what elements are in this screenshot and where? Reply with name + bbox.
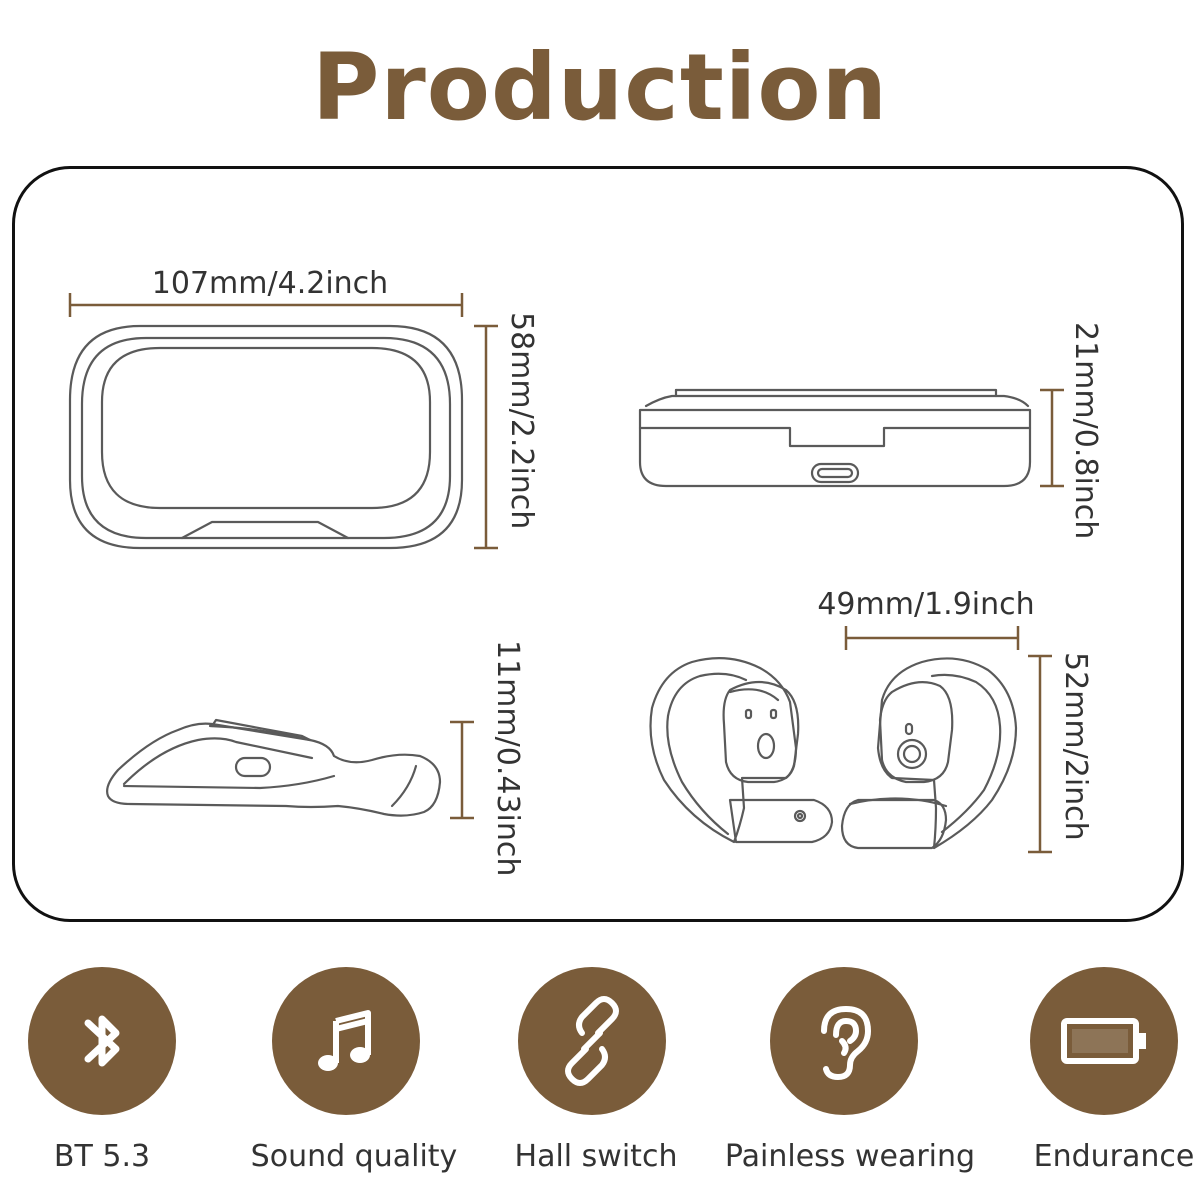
case-thickness-dimension: 21mm/0.8inch bbox=[1040, 322, 1103, 539]
earbud-height-dimension: 52mm/2inch bbox=[1028, 652, 1093, 854]
bluetooth-icon bbox=[28, 967, 176, 1115]
earbud-width-label: 49mm/1.9inch bbox=[817, 587, 1034, 622]
case-width-dimension: 107mm/4.2inch bbox=[68, 266, 464, 317]
case-top-view bbox=[68, 324, 464, 550]
feature-label-bt: BT 5.3 bbox=[53, 1139, 151, 1174]
feature-bt: BT 5.3 bbox=[0, 955, 240, 1195]
link-icon bbox=[518, 967, 666, 1115]
case-height-label: 58mm/2.2inch bbox=[504, 312, 539, 529]
earbud-width-dimension: 49mm/1.9inch bbox=[817, 587, 1035, 650]
feature-label-wearing: Painless wearing bbox=[724, 1139, 976, 1174]
music-note-icon bbox=[272, 967, 420, 1115]
earbuds-front-view bbox=[649, 657, 1018, 850]
feature-list: BT 5.3 Sound quality Hall switch bbox=[0, 955, 1200, 1200]
feature-label-sound: Sound quality bbox=[250, 1139, 458, 1174]
earbud-height-label: 52mm/2inch bbox=[1058, 652, 1093, 841]
feature-label-hall: Hall switch bbox=[514, 1139, 678, 1174]
battery-icon bbox=[1030, 967, 1178, 1115]
product-drawing-panel bbox=[12, 166, 1184, 922]
feature-hall: Hall switch bbox=[492, 955, 732, 1195]
earbud-side-view bbox=[106, 718, 442, 817]
case-width-label: 107mm/4.2inch bbox=[152, 266, 388, 301]
feature-sound: Sound quality bbox=[246, 955, 486, 1195]
earbud-thickness-dimension: 11mm/0.43inch bbox=[450, 640, 525, 876]
case-thickness-label: 21mm/0.8inch bbox=[1068, 322, 1103, 539]
feature-endurance: Endurance bbox=[1002, 955, 1200, 1195]
feature-wearing: Painless wearing bbox=[725, 955, 984, 1195]
case-side-view bbox=[638, 388, 1032, 488]
feature-label-endurance: Endurance bbox=[1033, 1139, 1195, 1174]
product-dimension-drawing: 107mm/4.2inch 58mm/2.2inch 21mm/0.8inch bbox=[68, 266, 1103, 876]
ear-icon bbox=[770, 967, 918, 1115]
case-height-dimension: 58mm/2.2inch bbox=[474, 312, 539, 550]
earbud-thickness-label: 11mm/0.43inch bbox=[490, 640, 525, 876]
